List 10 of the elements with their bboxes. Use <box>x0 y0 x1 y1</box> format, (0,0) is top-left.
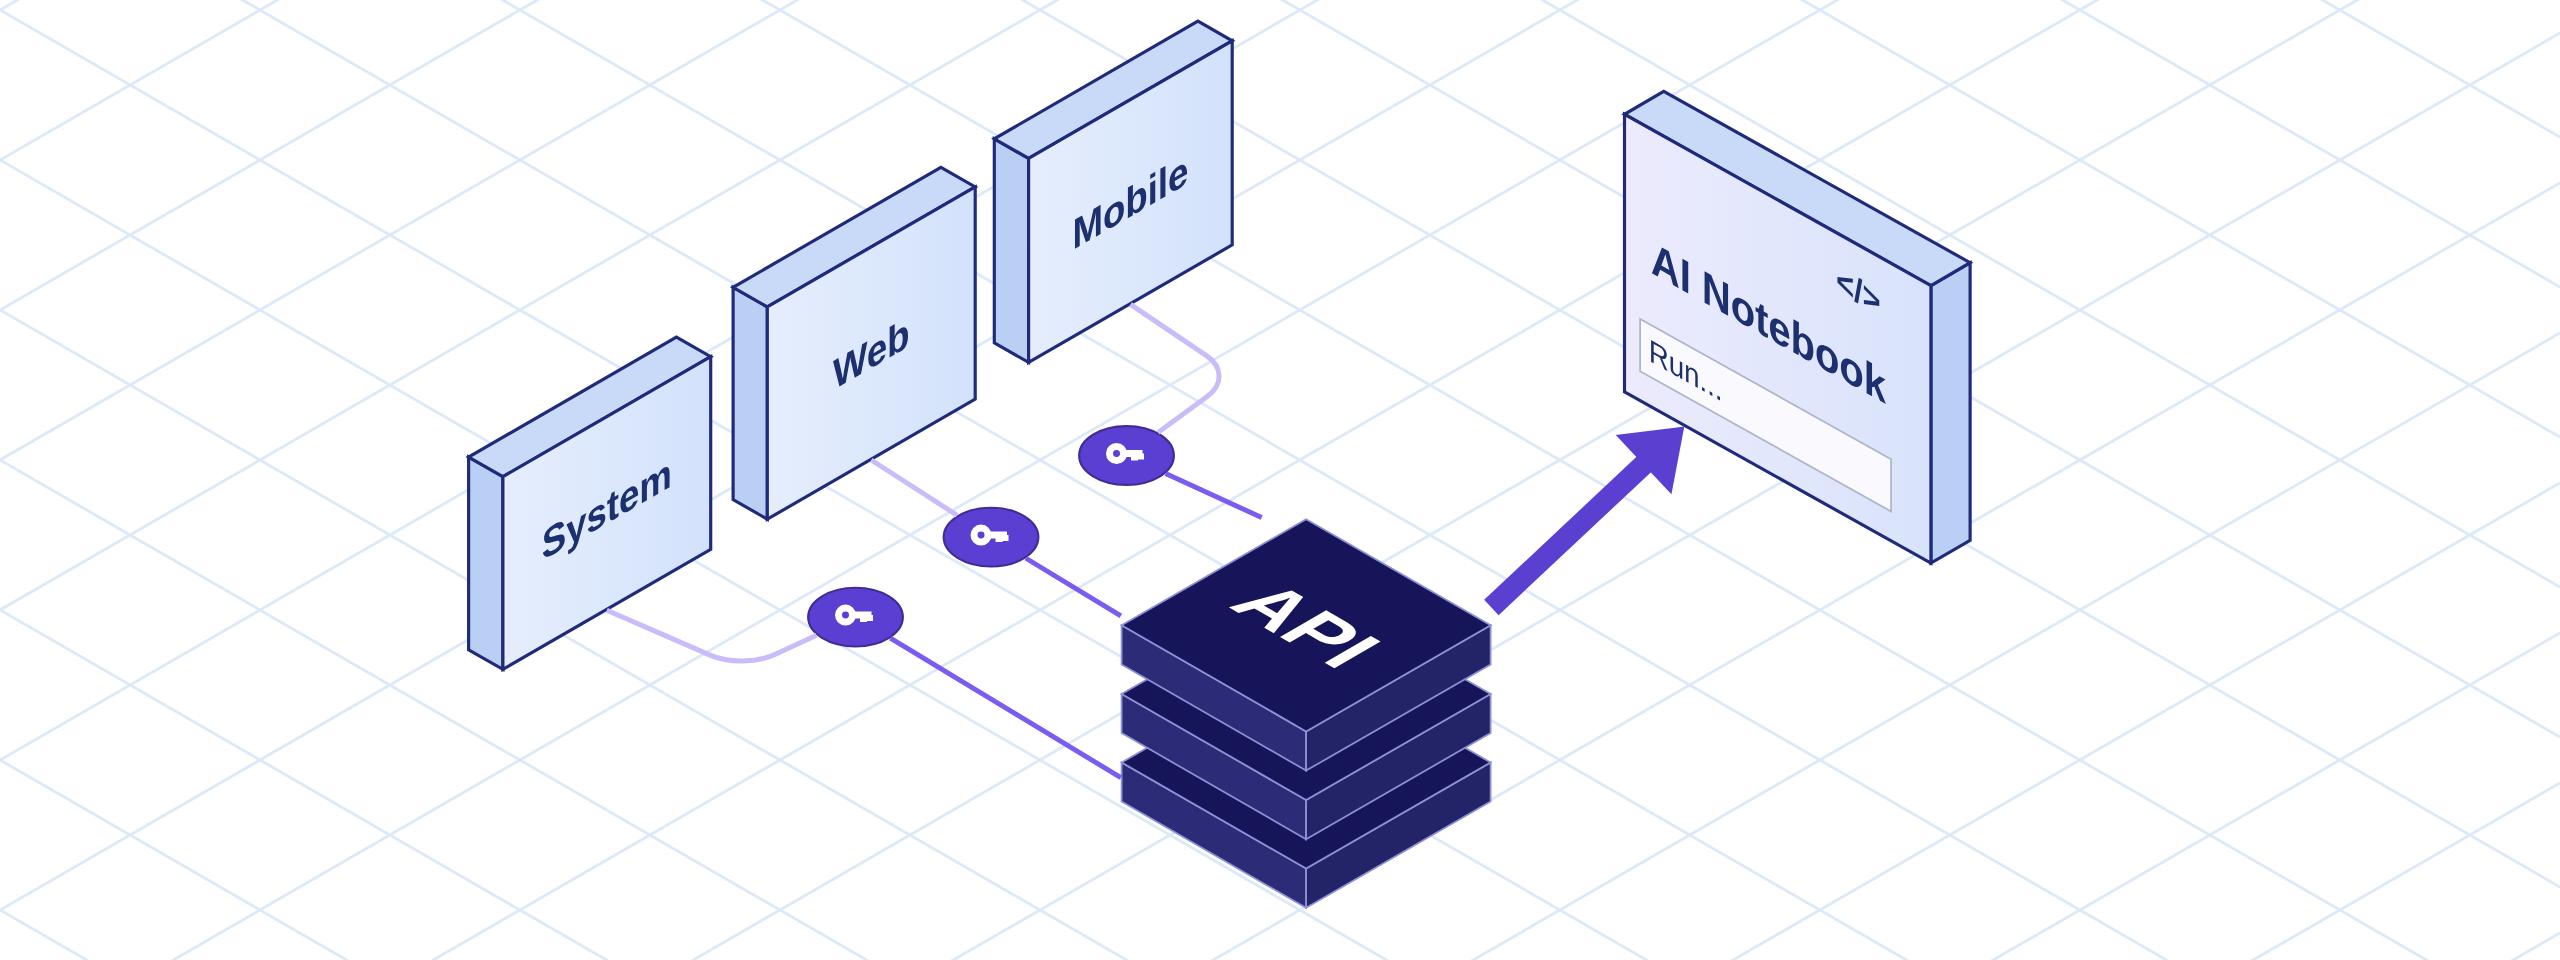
key-badge <box>942 506 1040 568</box>
key-badge <box>1078 425 1175 486</box>
connector <box>889 636 1123 780</box>
connector <box>605 607 818 664</box>
connector <box>1129 302 1222 435</box>
node-label: API <box>1228 590 1381 669</box>
connector <box>869 457 959 518</box>
connector <box>1164 471 1263 520</box>
connector <box>1024 556 1123 618</box>
key-badge <box>807 586 904 648</box>
